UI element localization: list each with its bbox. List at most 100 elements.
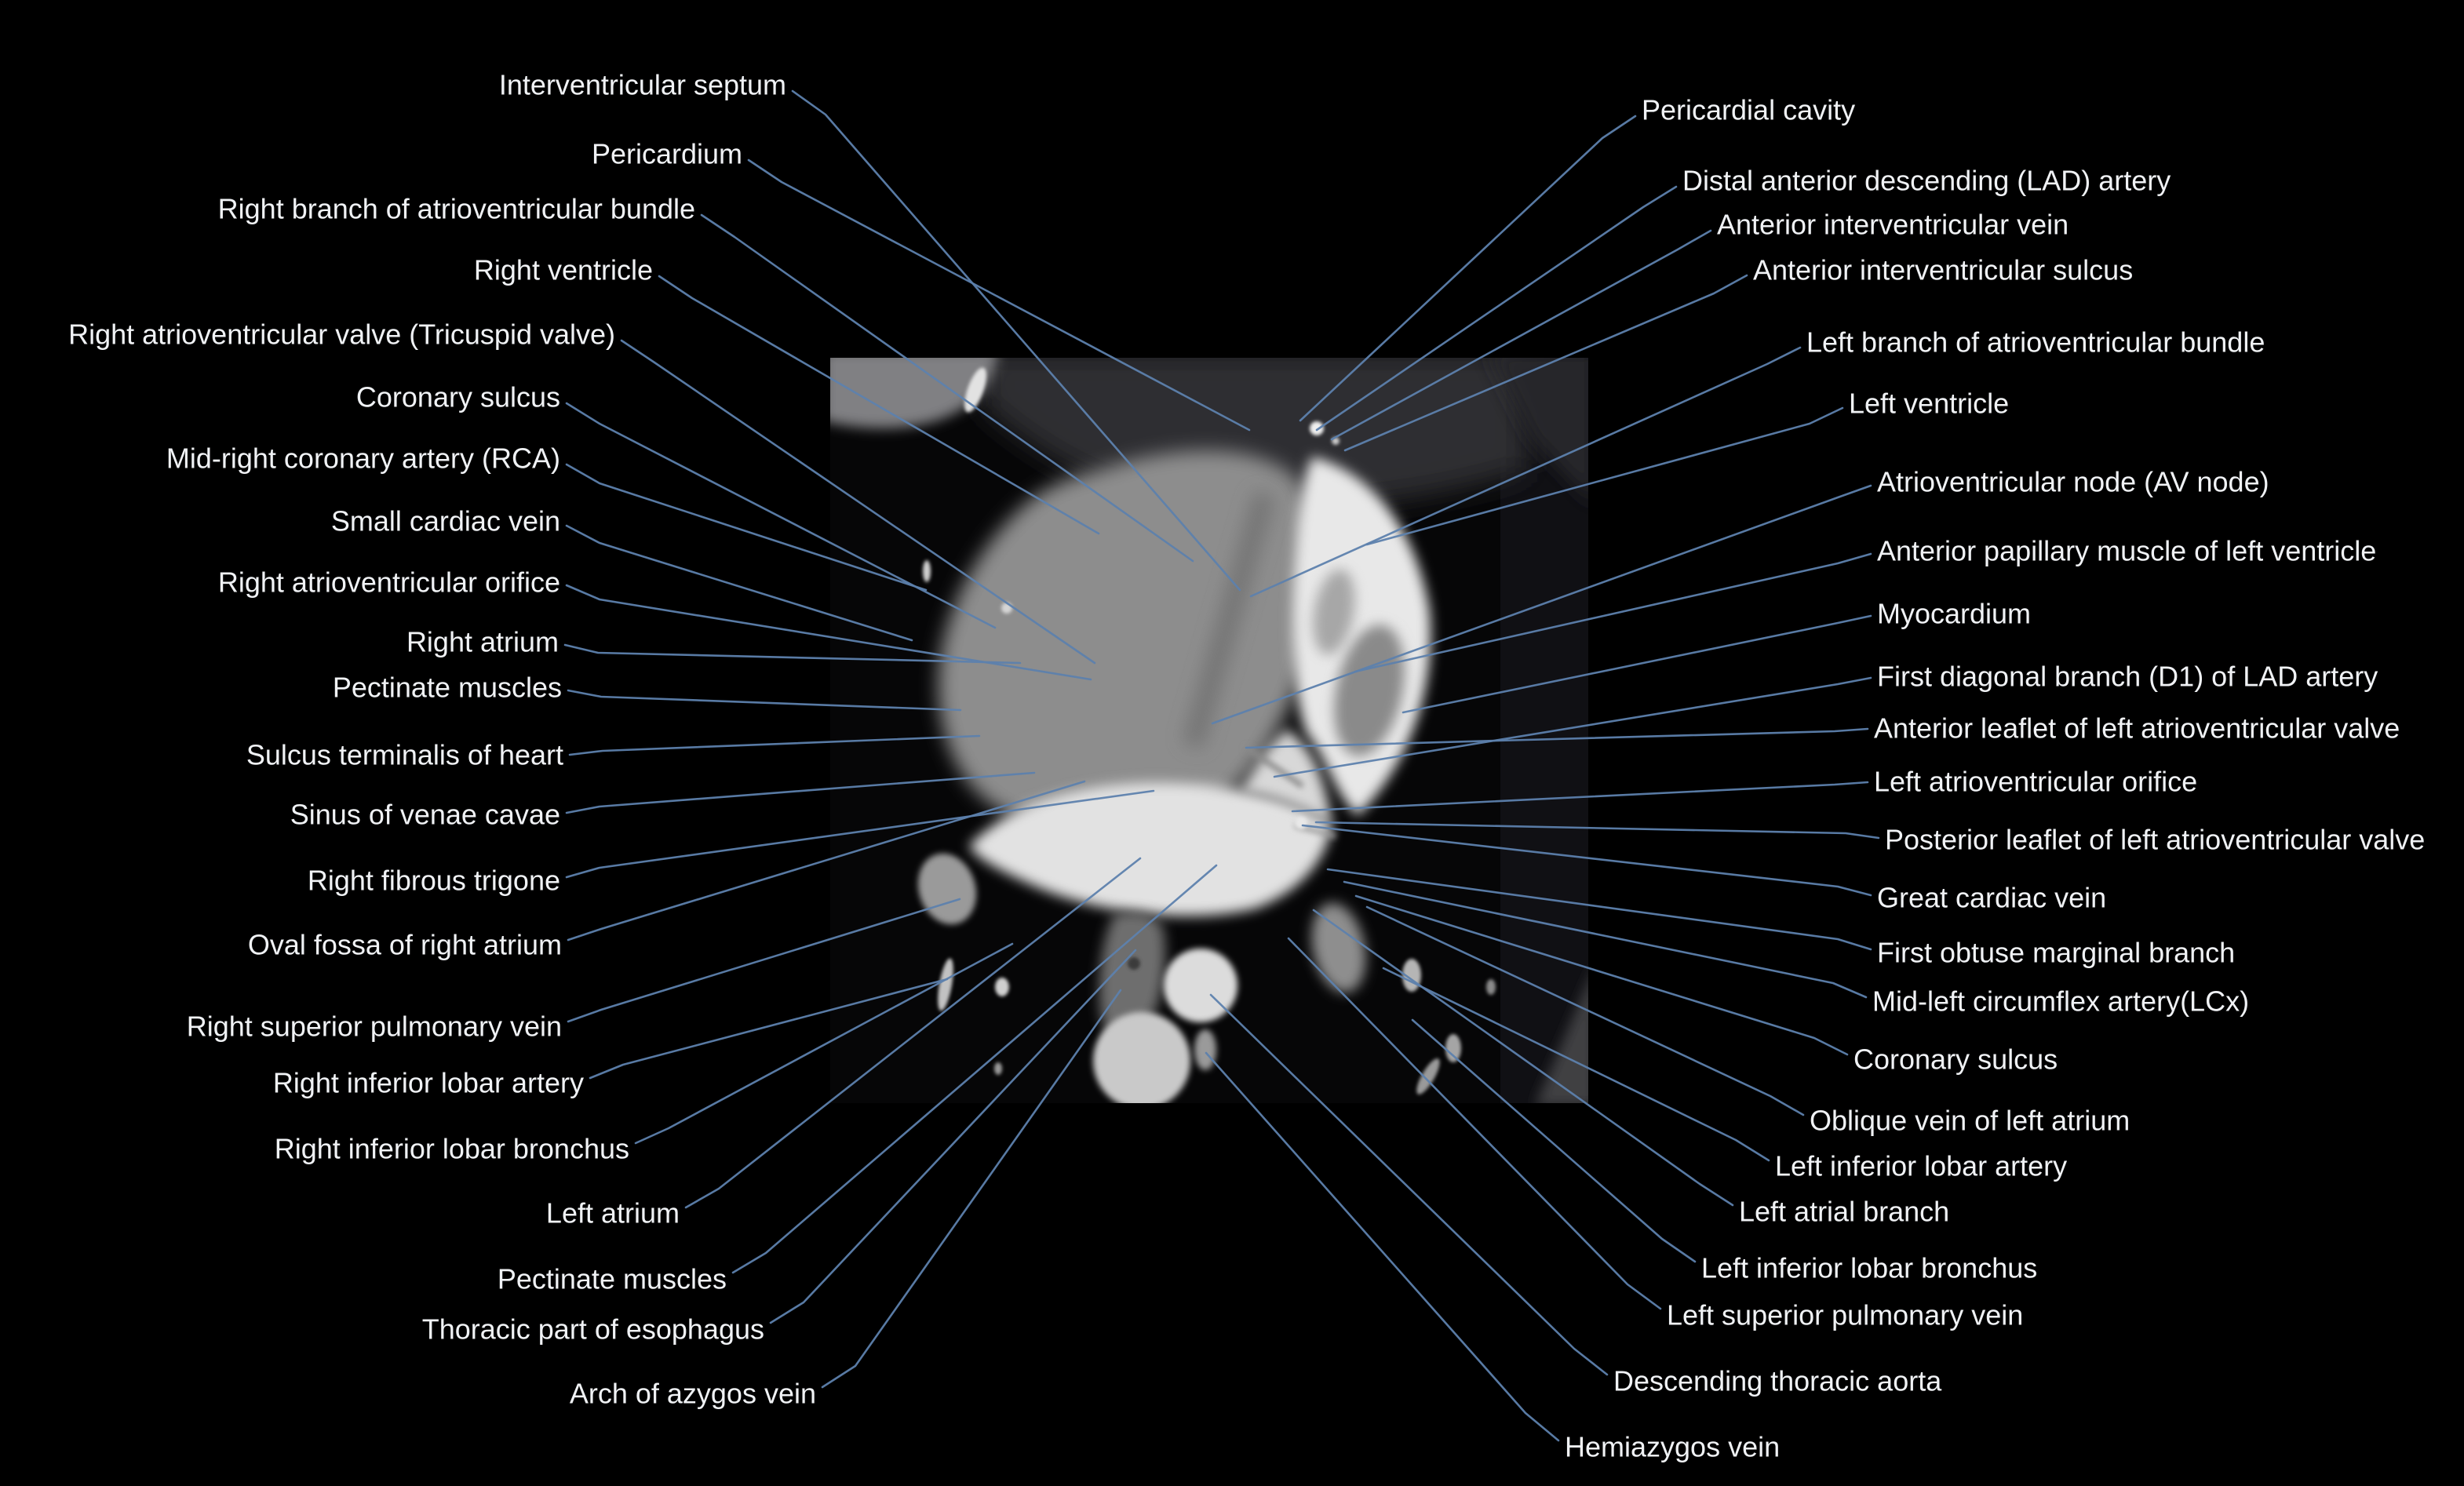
leader-line-right-14 (1326, 868, 1872, 951)
leader-lines-layer (563, 89, 1880, 1442)
leader-line-right-11 (1291, 781, 1869, 813)
anatomy-label-left-14: Oval fossa of right atrium (248, 929, 562, 961)
anatomy-label-left-5: Coronary sulcus (356, 381, 560, 413)
anatomy-label-left-10: Pectinate muscles (333, 672, 562, 704)
anatomy-label-left-4: Right atrioventricular valve (Tricuspid … (68, 319, 615, 351)
anatomy-label-right-7: Anterior papillary muscle of left ventri… (1877, 535, 2376, 567)
leader-line-left-0 (791, 89, 1241, 592)
leader-line-right-5 (1365, 406, 1844, 546)
anatomy-label-left-9: Right atrium (406, 626, 559, 658)
leader-line-left-10 (567, 689, 962, 712)
leader-line-right-13 (1301, 824, 1872, 897)
leader-line-right-4 (1249, 346, 1802, 598)
anatomy-label-right-16: Coronary sulcus (1853, 1043, 2058, 1076)
anatomy-label-right-17: Oblique vein of left atrium (1810, 1105, 2130, 1137)
anatomy-label-right-18: Left inferior lobar artery (1775, 1150, 2067, 1182)
anatomy-label-right-8: Myocardium (1877, 598, 2031, 630)
leader-line-right-15 (1343, 880, 1868, 999)
anatomy-label-left-1: Pericardium (592, 138, 742, 170)
anatomy-label-left-0: Interventricular septum (499, 69, 786, 101)
anatomy-label-right-15: Mid-left circumflex artery(LCx) (1872, 985, 2249, 1018)
leader-line-right-2 (1330, 229, 1712, 441)
leader-line-left-21 (821, 989, 1122, 1389)
anatomy-label-left-15: Right superior pulmonary vein (187, 1011, 562, 1043)
anatomy-label-left-21: Arch of azygos vein (570, 1378, 816, 1410)
anatomy-label-right-23: Hemiazygos vein (1565, 1431, 1780, 1463)
leader-line-right-6 (1211, 484, 1872, 725)
anatomy-label-right-22: Descending thoracic aorta (1613, 1365, 1942, 1397)
anatomy-label-left-7: Small cardiac vein (331, 505, 560, 537)
leader-line-left-18 (684, 857, 1142, 1209)
leader-line-left-1 (747, 158, 1251, 432)
anatomy-label-right-11: Left atrioventricular orifice (1874, 766, 2197, 798)
leader-line-left-16 (589, 978, 949, 1080)
leader-line-right-7 (1354, 552, 1872, 673)
leader-line-left-6 (565, 463, 928, 592)
anatomy-label-left-12: Sinus of venae cavae (290, 799, 560, 831)
leader-line-right-23 (1205, 1051, 1560, 1442)
ct-left-atrium (969, 782, 1332, 916)
leader-line-right-20 (1411, 1018, 1697, 1263)
leader-line-left-19 (731, 864, 1218, 1274)
anatomy-label-right-12: Posterior leaflet of left atrioventricul… (1885, 824, 2425, 856)
leader-line-left-14 (567, 780, 1086, 941)
anatomy-label-left-20: Thoracic part of esophagus (422, 1313, 764, 1346)
leader-line-right-10 (1245, 727, 1869, 749)
leader-line-right-0 (1299, 115, 1637, 422)
leader-line-left-2 (700, 213, 1194, 563)
leader-line-right-9 (1273, 676, 1872, 778)
ct-image (830, 358, 1588, 1103)
leader-line-left-12 (565, 771, 1036, 814)
anatomy-label-right-21: Left superior pulmonary vein (1667, 1299, 2023, 1331)
leader-line-right-21 (1287, 937, 1662, 1310)
leader-line-right-22 (1209, 993, 1609, 1376)
leader-line-left-5 (565, 402, 997, 629)
anatomy-label-left-11: Sulcus terminalis of heart (246, 739, 563, 771)
anatomy-label-left-6: Mid-right coronary artery (RCA) (166, 443, 560, 475)
anatomy-label-left-16: Right inferior lobar artery (273, 1067, 584, 1099)
leader-line-right-16 (1354, 894, 1849, 1056)
ct-heart-mass (938, 450, 1320, 832)
leader-line-left-4 (620, 339, 1096, 665)
anatomy-label-right-14: First obtuse marginal branch (1877, 937, 2235, 969)
leader-line-left-20 (769, 949, 1137, 1324)
leader-line-right-1 (1315, 185, 1678, 432)
leader-line-right-19 (1312, 909, 1734, 1207)
leader-line-left-7 (565, 524, 913, 642)
leader-line-right-8 (1401, 614, 1872, 714)
leader-line-left-3 (658, 275, 1100, 535)
anatomy-label-left-13: Right fibrous trigone (308, 865, 560, 897)
leader-line-right-12 (1314, 821, 1880, 840)
anatomy-label-right-20: Left inferior lobar bronchus (1701, 1252, 2037, 1284)
ct-chest-wall-left (830, 358, 997, 428)
leader-line-right-18 (1382, 967, 1770, 1162)
anatomy-label-left-2: Right branch of atrioventricular bundle (218, 193, 695, 225)
ct-lspv (1311, 902, 1366, 993)
leader-line-left-11 (568, 734, 981, 756)
leader-line-left-17 (634, 942, 1014, 1145)
anatomy-label-right-9: First diagonal branch (D1) of LAD artery (1877, 661, 2378, 693)
anatomy-label-left-8: Right atrioventricular orifice (218, 566, 560, 599)
anatomy-label-right-4: Left branch of atrioventricular bundle (1806, 326, 2265, 359)
anatomy-label-right-5: Left ventricle (1849, 388, 2009, 420)
anatomy-label-right-2: Anterior interventricular vein (1717, 209, 2069, 241)
leader-line-right-17 (1365, 905, 1805, 1116)
anatomy-label-right-13: Great cardiac vein (1877, 882, 2106, 914)
anatomy-label-left-18: Left atrium (546, 1197, 680, 1229)
anatomy-label-right-10: Anterior leaflet of left atrioventricula… (1874, 712, 2400, 745)
anatomy-label-right-0: Pericardial cavity (1642, 94, 1855, 126)
ct-esophagus (1099, 912, 1165, 1039)
leader-line-left-8 (565, 584, 1092, 681)
leader-line-left-15 (567, 898, 961, 1023)
anatomy-label-right-19: Left atrial branch (1739, 1196, 1949, 1228)
anatomy-label-right-6: Atrioventricular node (AV node) (1877, 466, 2269, 498)
leader-line-right-3 (1343, 274, 1748, 452)
ct-bottom-vessel (1093, 1012, 1190, 1103)
anatomy-label-left-19: Pectinate muscles (498, 1263, 727, 1295)
anatomy-label-right-1: Distal anterior descending (LAD) artery (1682, 165, 2171, 197)
anatomy-label-left-3: Right ventricle (474, 254, 653, 286)
anatomy-labels-layer: Interventricular septumPericardiumRight … (68, 69, 2425, 1463)
leader-line-left-9 (563, 643, 1022, 665)
